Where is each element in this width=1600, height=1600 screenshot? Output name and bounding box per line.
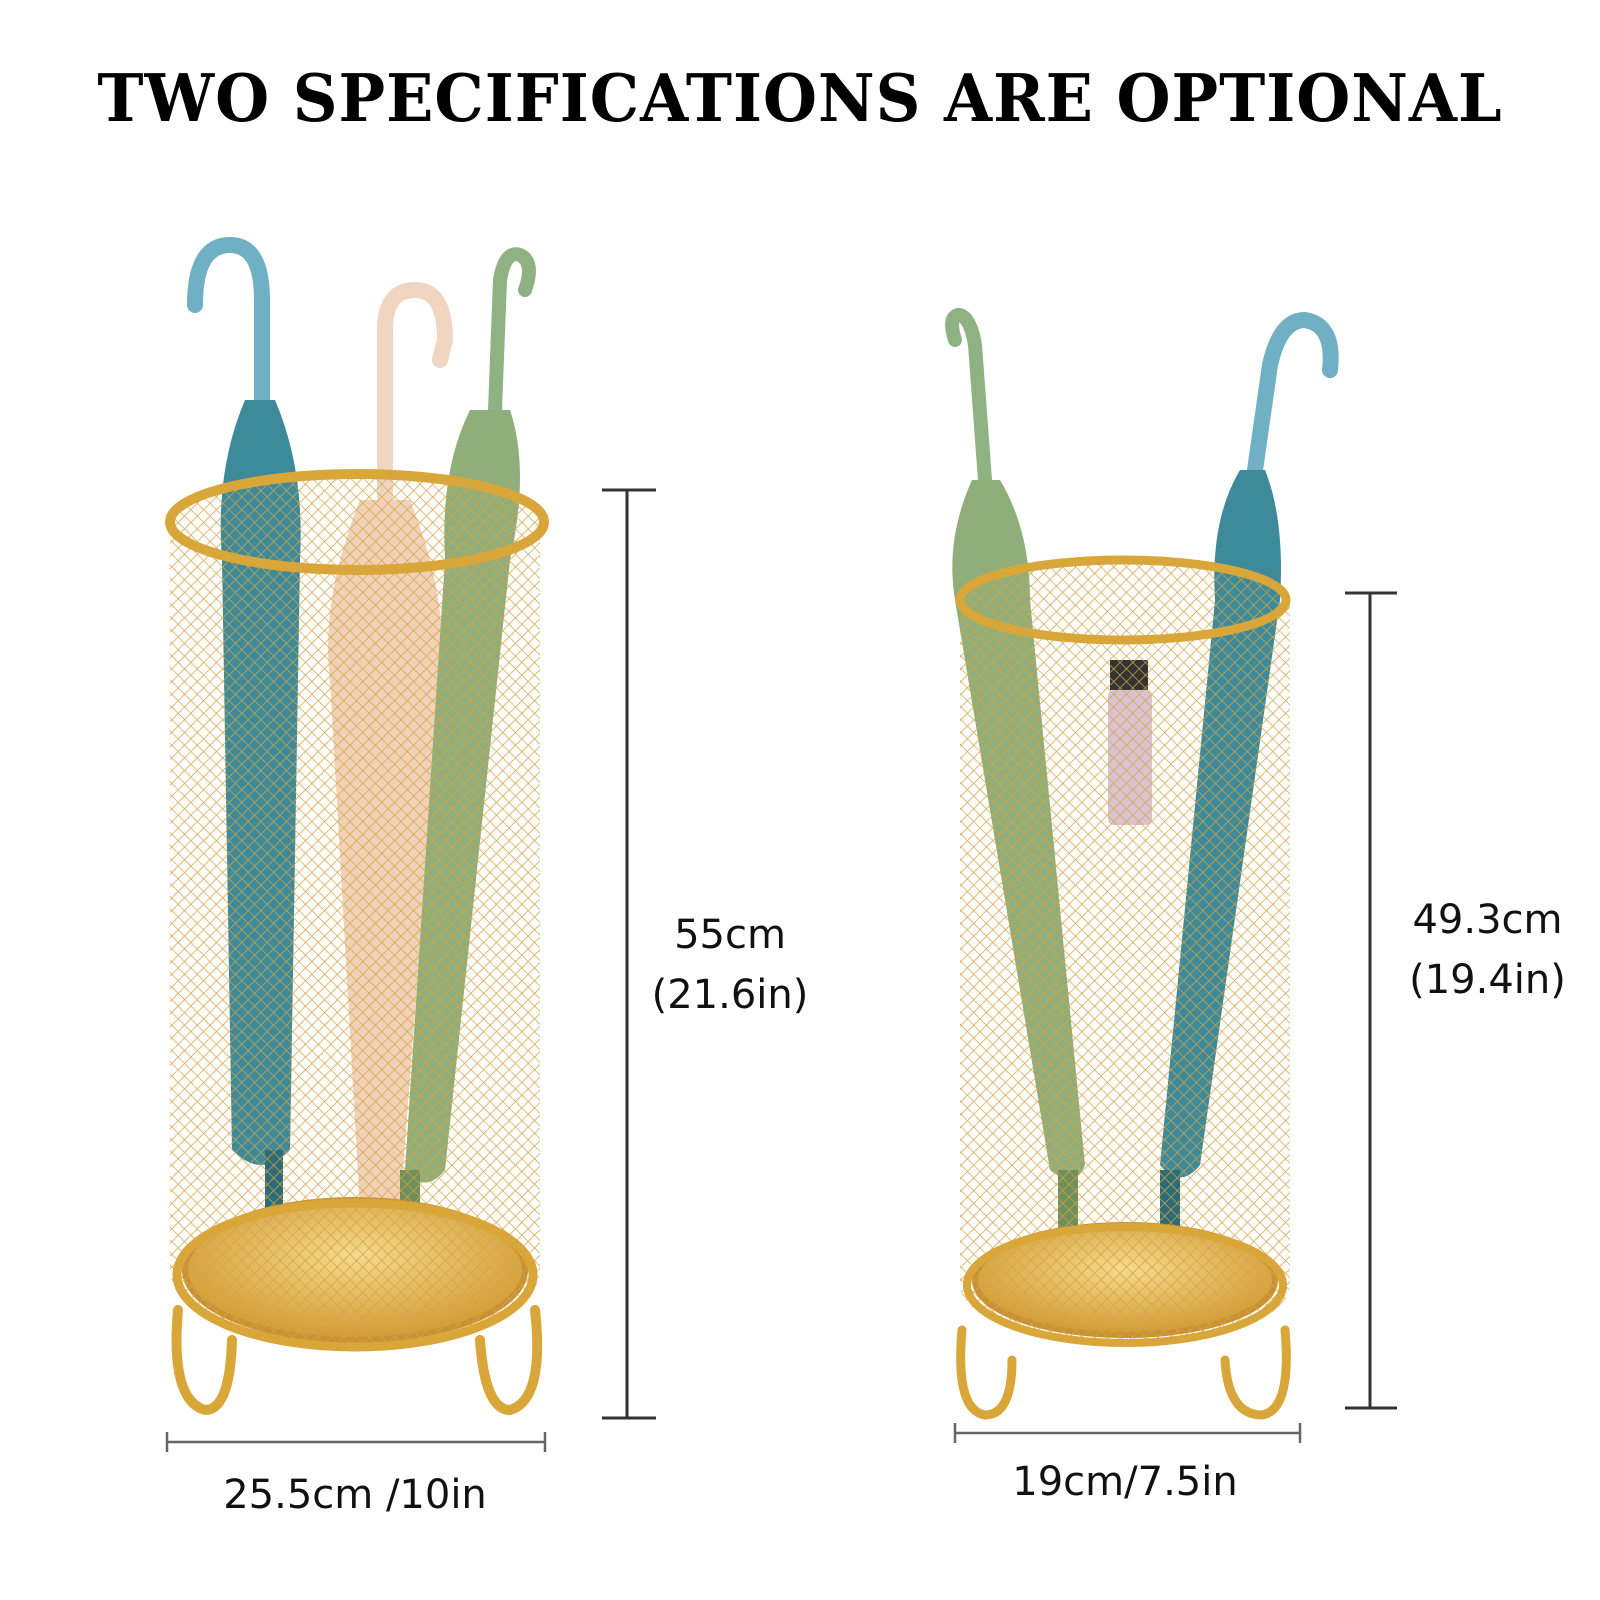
large-width-dimension-line	[165, 1432, 547, 1452]
page-title: TWO SPECIFICATIONS ARE OPTIONAL	[97, 60, 1503, 137]
small-height-in: (19.4in)	[1409, 957, 1566, 1003]
large-width-label: 25.5cm /10in	[223, 1472, 487, 1518]
small-width-label: 19cm/7.5in	[1012, 1459, 1238, 1505]
small-height-dimension-line	[1345, 591, 1397, 1410]
large-height-in: (21.6in)	[651, 972, 809, 1018]
large-height-dimension-line	[602, 488, 656, 1420]
small-height-cm: 49.3cm	[1412, 897, 1563, 943]
large-height-label: 55cm (21.6in)	[640, 905, 820, 1025]
small-height-label: 49.3cm (19.4in)	[1395, 890, 1580, 1010]
large-height-cm: 55cm	[674, 912, 786, 958]
small-width-dimension-line	[953, 1423, 1302, 1443]
large-umbrella-stand	[165, 236, 549, 1416]
small-umbrella-stand	[945, 307, 1339, 1420]
